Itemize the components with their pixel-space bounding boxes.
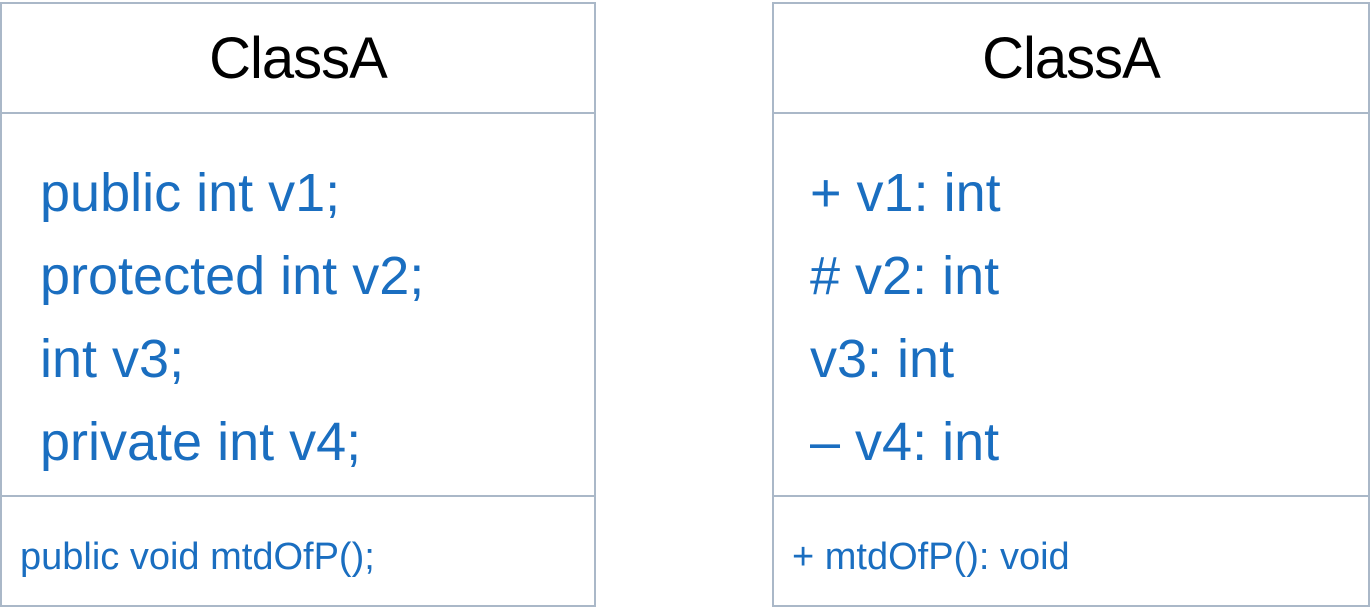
attribute-v4: – v4: int — [810, 412, 1000, 472]
attribute-v1: public int v1; — [40, 163, 341, 223]
operation-mtdofp: public void mtdOfP(); — [20, 536, 375, 578]
operations-compartment: + mtdOfP(): void — [774, 497, 1368, 605]
attribute-list: + v1: int # v2: int v3: int – v4: int — [810, 152, 1001, 484]
attribute-v1: + v1: int — [810, 163, 1001, 223]
class-box-java: ClassA public int v1; protected int v2; … — [0, 2, 596, 607]
class-name-compartment: ClassA — [2, 4, 594, 114]
class-box-uml: ClassA + v1: int # v2: int v3: int – v4:… — [772, 2, 1370, 607]
attribute-v2: protected int v2; — [40, 246, 425, 306]
class-name: ClassA — [982, 25, 1161, 91]
class-name-compartment: ClassA — [774, 4, 1368, 114]
attributes-compartment: public int v1; protected int v2; int v3;… — [2, 114, 594, 497]
attribute-v4: private int v4; — [40, 412, 362, 472]
attribute-v2: # v2: int — [810, 246, 1000, 306]
attribute-v3: v3: int — [810, 329, 955, 389]
operations-compartment: public void mtdOfP(); — [2, 497, 594, 605]
attribute-v3: int v3; — [40, 329, 185, 389]
attributes-compartment: + v1: int # v2: int v3: int – v4: int — [774, 114, 1368, 497]
operation-mtdofp: + mtdOfP(): void — [792, 536, 1070, 578]
class-name: ClassA — [209, 25, 388, 91]
attribute-list: public int v1; protected int v2; int v3;… — [40, 152, 424, 484]
